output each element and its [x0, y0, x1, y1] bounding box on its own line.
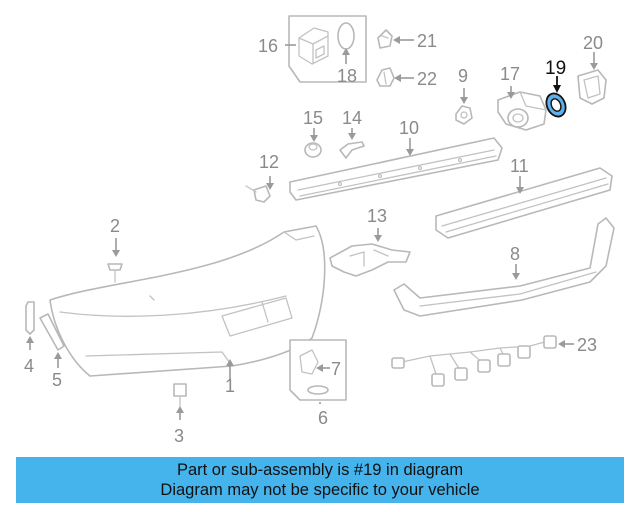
- part-5-reflector: [39, 313, 65, 351]
- part-20-holder: [577, 69, 607, 105]
- part-21-clip: [377, 29, 393, 49]
- label-23: 23: [577, 335, 597, 355]
- label-11: 11: [510, 156, 529, 176]
- label-20: 20: [583, 33, 603, 53]
- label-17: 17: [500, 64, 520, 84]
- label-21: 21: [417, 31, 437, 51]
- label-6: 6: [318, 408, 328, 428]
- part-2-screw: [107, 263, 123, 283]
- part-11-absorber: [435, 167, 613, 239]
- part-15-grommet: [304, 142, 322, 158]
- label-13: 13: [367, 206, 387, 226]
- label-18: 18: [337, 66, 357, 86]
- part-14-pin: [339, 141, 365, 159]
- part-8-valance: [393, 217, 615, 317]
- part-9-nut: [455, 105, 473, 125]
- label-19: 19: [545, 58, 566, 79]
- label-1: 1: [225, 376, 235, 396]
- part-3-bolt: [173, 383, 187, 407]
- part-23-harness: [391, 335, 557, 387]
- label-8: 8: [510, 244, 520, 264]
- label-3: 3: [174, 426, 184, 446]
- part-19-ring-highlighted: [545, 92, 567, 118]
- info-banner: Part or sub-assembly is #19 in diagram D…: [16, 457, 624, 503]
- info-banner-line-2: Diagram may not be specific to your vehi…: [160, 481, 480, 499]
- part-18-plug: [337, 22, 355, 50]
- label-4: 4: [24, 356, 34, 376]
- label-9: 9: [458, 66, 468, 86]
- info-banner-line-1: Part or sub-assembly is #19 in diagram: [176, 461, 464, 479]
- part-13-bracket: [329, 243, 411, 277]
- part-6-inset-box: [289, 339, 347, 401]
- label-5: 5: [52, 370, 62, 390]
- label-22: 22: [417, 69, 437, 89]
- part-4-clip: [25, 301, 35, 335]
- part-22-clip: [376, 67, 395, 87]
- label-7: 7: [331, 359, 341, 379]
- label-16: 16: [258, 36, 278, 56]
- label-12: 12: [259, 152, 279, 172]
- part-1-bumper-cover: [49, 225, 326, 377]
- part-17-sensor: [497, 91, 547, 131]
- part-12-bolt: [245, 185, 271, 203]
- part-10-reinforcement: [289, 137, 503, 201]
- label-15: 15: [303, 108, 323, 128]
- label-2: 2: [110, 216, 120, 236]
- label-14: 14: [342, 108, 362, 128]
- label-10: 10: [399, 118, 419, 138]
